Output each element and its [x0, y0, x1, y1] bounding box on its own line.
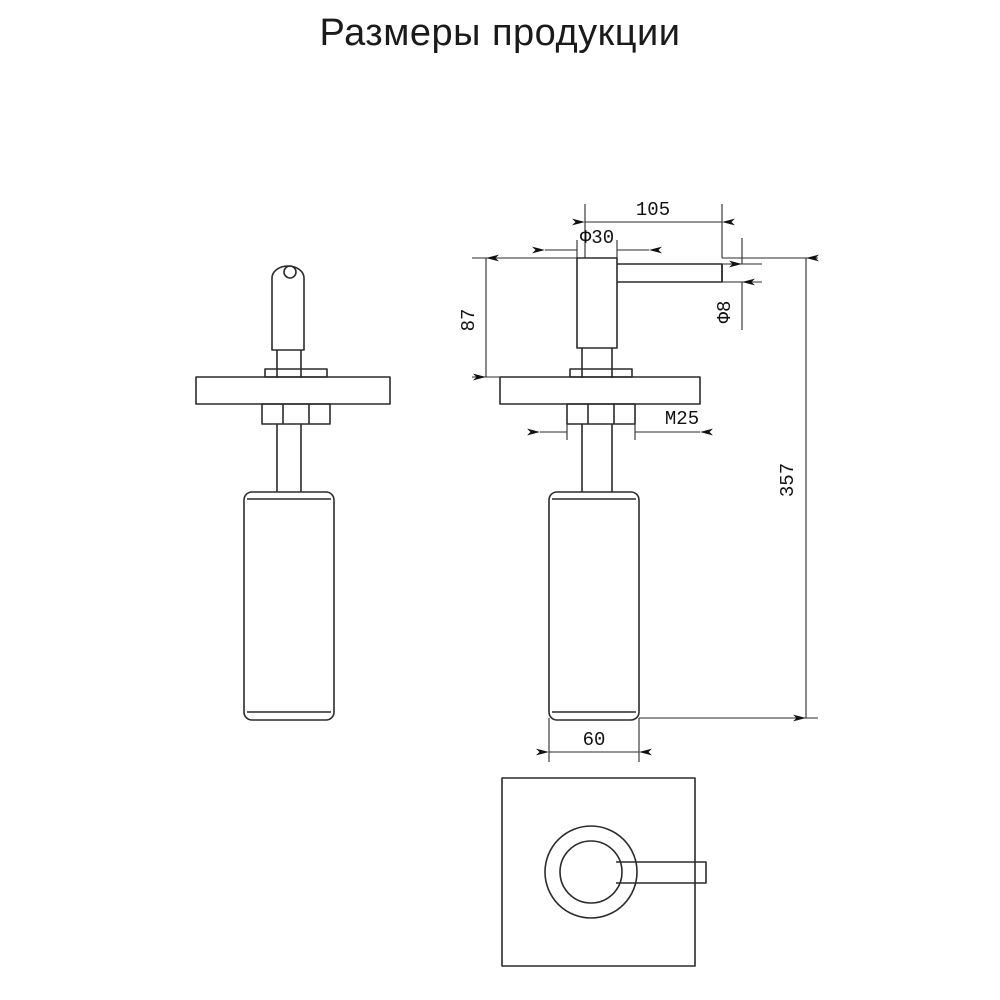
front-view: [195, 265, 391, 721]
front-tube: [276, 424, 302, 492]
front-nut-facets: [282, 404, 310, 424]
side-neck: [581, 348, 613, 378]
plan-spout: [616, 861, 707, 884]
side-nut: [566, 403, 636, 425]
side-tube: [581, 424, 613, 492]
ext-m25: [566, 424, 636, 440]
dimension-label-105: 105: [636, 199, 670, 221]
front-mounting-plate: [195, 376, 391, 405]
dimension-label-357: 357: [777, 463, 799, 497]
ext-d8: [722, 263, 762, 283]
top-plan-view: [501, 777, 707, 967]
plan-inner-circle: [559, 840, 623, 904]
side-nut-facets: [587, 404, 615, 424]
front-neck: [276, 350, 302, 378]
dimension-label-d8: Ф8: [714, 301, 736, 324]
front-pump-head: [271, 265, 305, 351]
front-pump-hole-icon: [283, 265, 297, 279]
plan-square-plate: [501, 777, 696, 967]
plan-outer-circle: [544, 825, 638, 919]
page-title: Размеры продукции: [319, 12, 681, 54]
dimension-label-87: 87: [458, 309, 480, 332]
front-nut: [261, 403, 331, 425]
side-washer: [569, 368, 633, 378]
front-washer: [264, 368, 328, 378]
side-mounting-plate: [499, 376, 701, 405]
front-bottle: [243, 491, 335, 721]
dimension-label-d30: Ф30: [580, 227, 614, 249]
dimension-lines: [472, 204, 819, 762]
side-bottle: [548, 491, 640, 721]
ext-d30: [576, 240, 618, 258]
dimension-labels: 105 Ф30 Ф8 87 M25 357 60: [458, 199, 799, 751]
dimension-label-60: 60: [583, 729, 606, 751]
dimension-label-m25: M25: [665, 408, 699, 430]
side-view: [499, 257, 723, 721]
side-spout: [617, 263, 723, 283]
side-pump-head: [576, 257, 618, 349]
